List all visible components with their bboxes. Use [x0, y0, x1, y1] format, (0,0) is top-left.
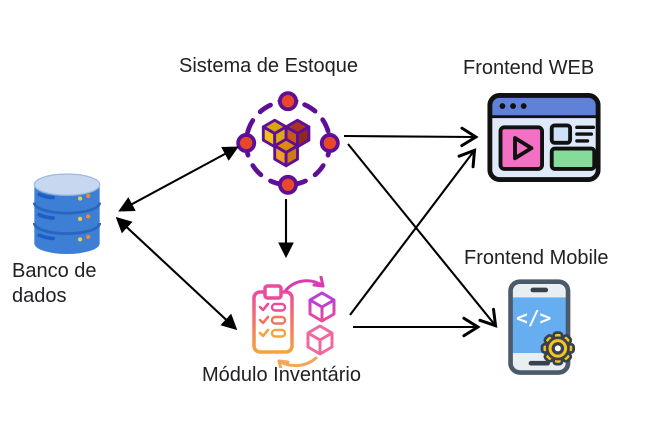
- inventory-clipboard-icon: [244, 275, 354, 373]
- db-slot-lines: [37, 192, 55, 241]
- database-icon: [26, 165, 108, 268]
- cycle-arrow-top: [284, 275, 325, 292]
- edge-banco-sistema: [118, 146, 239, 212]
- browser-dot: [520, 103, 527, 109]
- label-sistema-de-estoque: Sistema de Estoque: [179, 55, 358, 77]
- checklist-rows: [258, 302, 287, 338]
- browser-dot: [510, 103, 516, 109]
- cubes-network-icon: [231, 86, 345, 205]
- thumb-square: [549, 123, 573, 145]
- banner-rect: [549, 146, 597, 171]
- box-top: [308, 291, 336, 323]
- box-bottom: [306, 324, 334, 356]
- label-frontend-web: Frontend WEB: [463, 57, 595, 79]
- smartphone-gear-icon: </>: [500, 277, 586, 384]
- clipboard-clip: [263, 284, 283, 300]
- code-glyph: </>: [516, 306, 551, 329]
- db-status-dots: [77, 193, 91, 242]
- cycle-arrow-bottom: [277, 356, 318, 371]
- edge-modulo-web: [349, 148, 477, 316]
- gear-icon: [540, 331, 575, 366]
- label-banco-de-dados: Banco de dados: [12, 260, 97, 307]
- label-modulo-inventario: Módulo Inventário: [202, 364, 361, 386]
- edge-banco-modulo: [115, 216, 238, 331]
- browser-dot: [499, 103, 506, 109]
- text-lines: [575, 125, 595, 143]
- browser-icon: [486, 91, 602, 189]
- edge-sistema-web: [343, 126, 479, 148]
- label-frontend-mobile: Frontend Mobile: [464, 247, 609, 269]
- play-icon: [513, 136, 534, 161]
- edge-sistema-mobile: [347, 143, 498, 328]
- video-tile: [498, 125, 544, 171]
